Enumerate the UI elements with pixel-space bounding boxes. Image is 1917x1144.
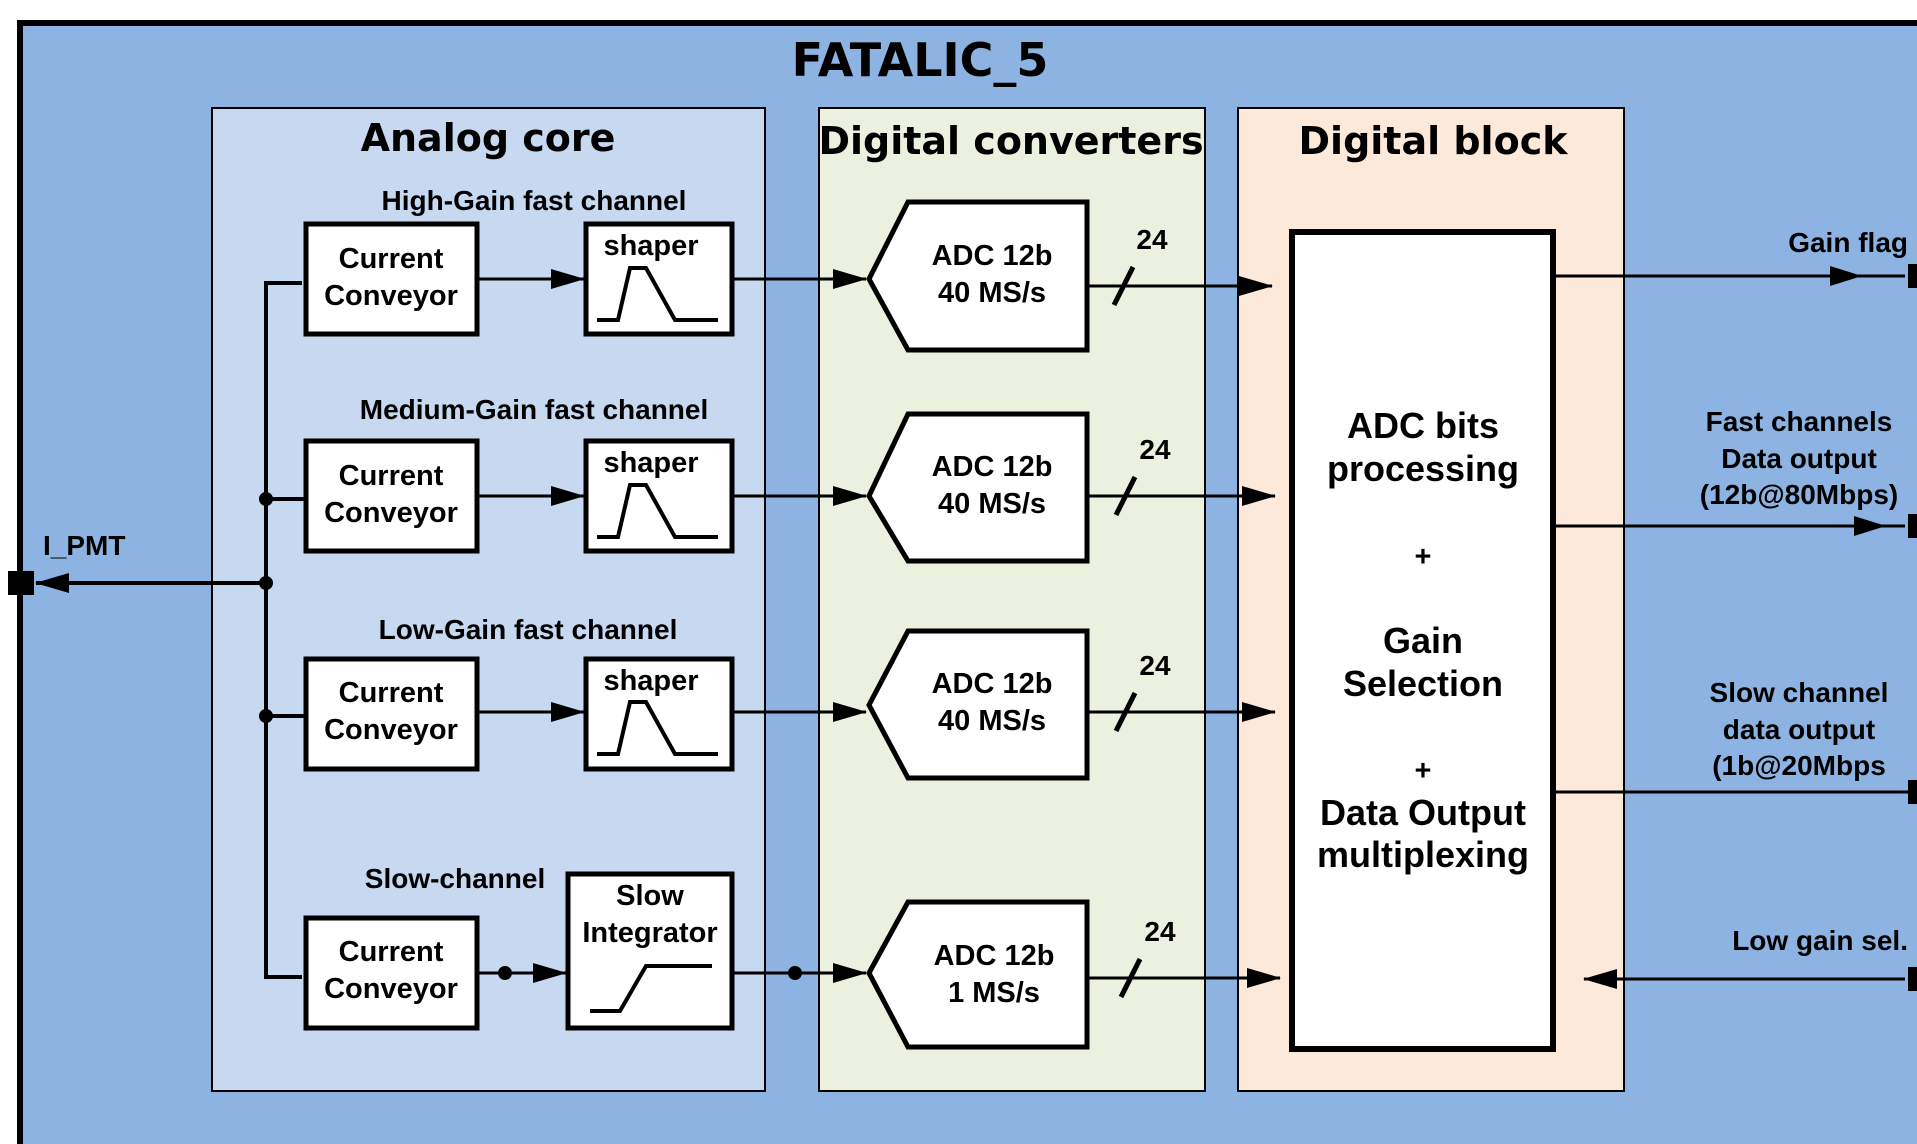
current-conveyor-label: Conveyor <box>324 280 458 312</box>
bus-width-slash <box>1113 691 1138 733</box>
adc-block <box>866 899 1090 1050</box>
fast-output-label: Data output <box>1721 443 1877 474</box>
slow-output-label: (1b@20Mbps <box>1712 750 1886 781</box>
adc-block <box>866 411 1090 564</box>
processing-text: Data Output <box>1320 792 1526 833</box>
current-conveyor-label: Current <box>339 460 444 492</box>
adc-block <box>866 199 1090 353</box>
bus-width-label: 24 <box>1139 434 1171 465</box>
current-conveyor-block <box>303 221 480 337</box>
adc-processing-block <box>1289 229 1556 1052</box>
input-label: I_PMT <box>43 530 125 561</box>
adc-label: 40 MS/s <box>938 705 1046 737</box>
slow-output-label: Slow channel <box>1710 677 1889 708</box>
input-pin <box>1908 967 1917 991</box>
adc-label: 40 MS/s <box>938 488 1046 520</box>
junction-dot <box>498 966 512 980</box>
current-conveyor-label: Current <box>339 243 444 275</box>
fast-output-label: Fast channels <box>1706 406 1893 437</box>
output-pin <box>1908 264 1917 288</box>
processing-text: processing <box>1327 448 1519 489</box>
distribution-bus <box>264 281 302 979</box>
input-pin <box>8 571 34 595</box>
bus-junction-dot <box>259 492 273 506</box>
shaper-block <box>583 656 735 772</box>
bus-junction-dot <box>259 709 273 723</box>
processing-text: Gain <box>1383 620 1463 661</box>
fast-output-label: (12b@80Mbps) <box>1700 479 1898 510</box>
processing-text: + <box>1415 755 1432 787</box>
channel-name: Low-Gain fast channel <box>379 614 678 645</box>
current-conveyor-block <box>303 656 480 772</box>
analog-core-title: Analog core <box>361 116 616 160</box>
integrator-ramp-icon <box>590 964 712 1013</box>
channel-name: Slow-channel <box>365 863 545 894</box>
bus-width-slash <box>1118 957 1143 999</box>
slow-integrator-label: Integrator <box>582 917 717 949</box>
adc-label: 40 MS/s <box>938 277 1046 309</box>
bus-width-label: 24 <box>1136 224 1168 255</box>
adc-label: ADC 12b <box>934 940 1055 972</box>
output-pin <box>1908 514 1917 538</box>
processing-text: + <box>1415 541 1432 573</box>
shaper-label: shaper <box>603 447 698 479</box>
output-arrowhead <box>1854 516 1886 536</box>
processing-text: multiplexing <box>1317 834 1529 875</box>
current-conveyor-block <box>303 438 480 554</box>
shaper-label: shaper <box>603 230 698 262</box>
current-conveyor-label: Current <box>339 936 444 968</box>
output-arrowhead <box>1830 266 1862 286</box>
low-gain-select-label: Low gain sel. <box>1732 925 1908 956</box>
processing-text: Selection <box>1343 663 1503 704</box>
shaper-pulse-icon <box>597 700 718 756</box>
current-conveyor-block <box>303 915 480 1031</box>
processing-text: ADC bits <box>1347 405 1499 446</box>
current-conveyor-label: Conveyor <box>324 973 458 1005</box>
adc-label: ADC 12b <box>932 451 1053 483</box>
adc-label: ADC 12b <box>932 240 1053 272</box>
junction-dot <box>788 966 802 980</box>
bus-junction-dot <box>259 576 273 590</box>
shaper-label: shaper <box>603 665 698 697</box>
digital-converters-title: Digital converters <box>818 119 1203 163</box>
adc-label: 1 MS/s <box>948 977 1040 1009</box>
current-conveyor-label: Conveyor <box>324 714 458 746</box>
bus-width-label: 24 <box>1139 650 1171 681</box>
chip-title: FATALIC_5 <box>792 33 1049 87</box>
bus-width-label: 24 <box>1144 916 1176 947</box>
shaper-pulse-icon <box>597 266 718 322</box>
shaper-block <box>583 438 735 554</box>
slow-integrator-label: Slow <box>616 880 684 912</box>
adc-block <box>866 628 1090 781</box>
slow-integrator-block <box>565 871 735 1031</box>
output-pin <box>1908 780 1917 804</box>
bus-width-slash <box>1113 475 1138 517</box>
channel-name: Medium-Gain fast channel <box>360 394 709 425</box>
current-conveyor-label: Current <box>339 677 444 709</box>
shaper-pulse-icon <box>597 483 718 539</box>
shaper-block <box>583 221 735 337</box>
gain-flag-label: Gain flag <box>1788 227 1908 258</box>
digital-block-title: Digital block <box>1299 119 1569 163</box>
current-conveyor-label: Conveyor <box>324 497 458 529</box>
adc-label: ADC 12b <box>932 668 1053 700</box>
slow-output-label: data output <box>1723 714 1875 745</box>
channel-name: High-Gain fast channel <box>382 185 687 216</box>
bus-width-slash <box>1111 265 1136 307</box>
